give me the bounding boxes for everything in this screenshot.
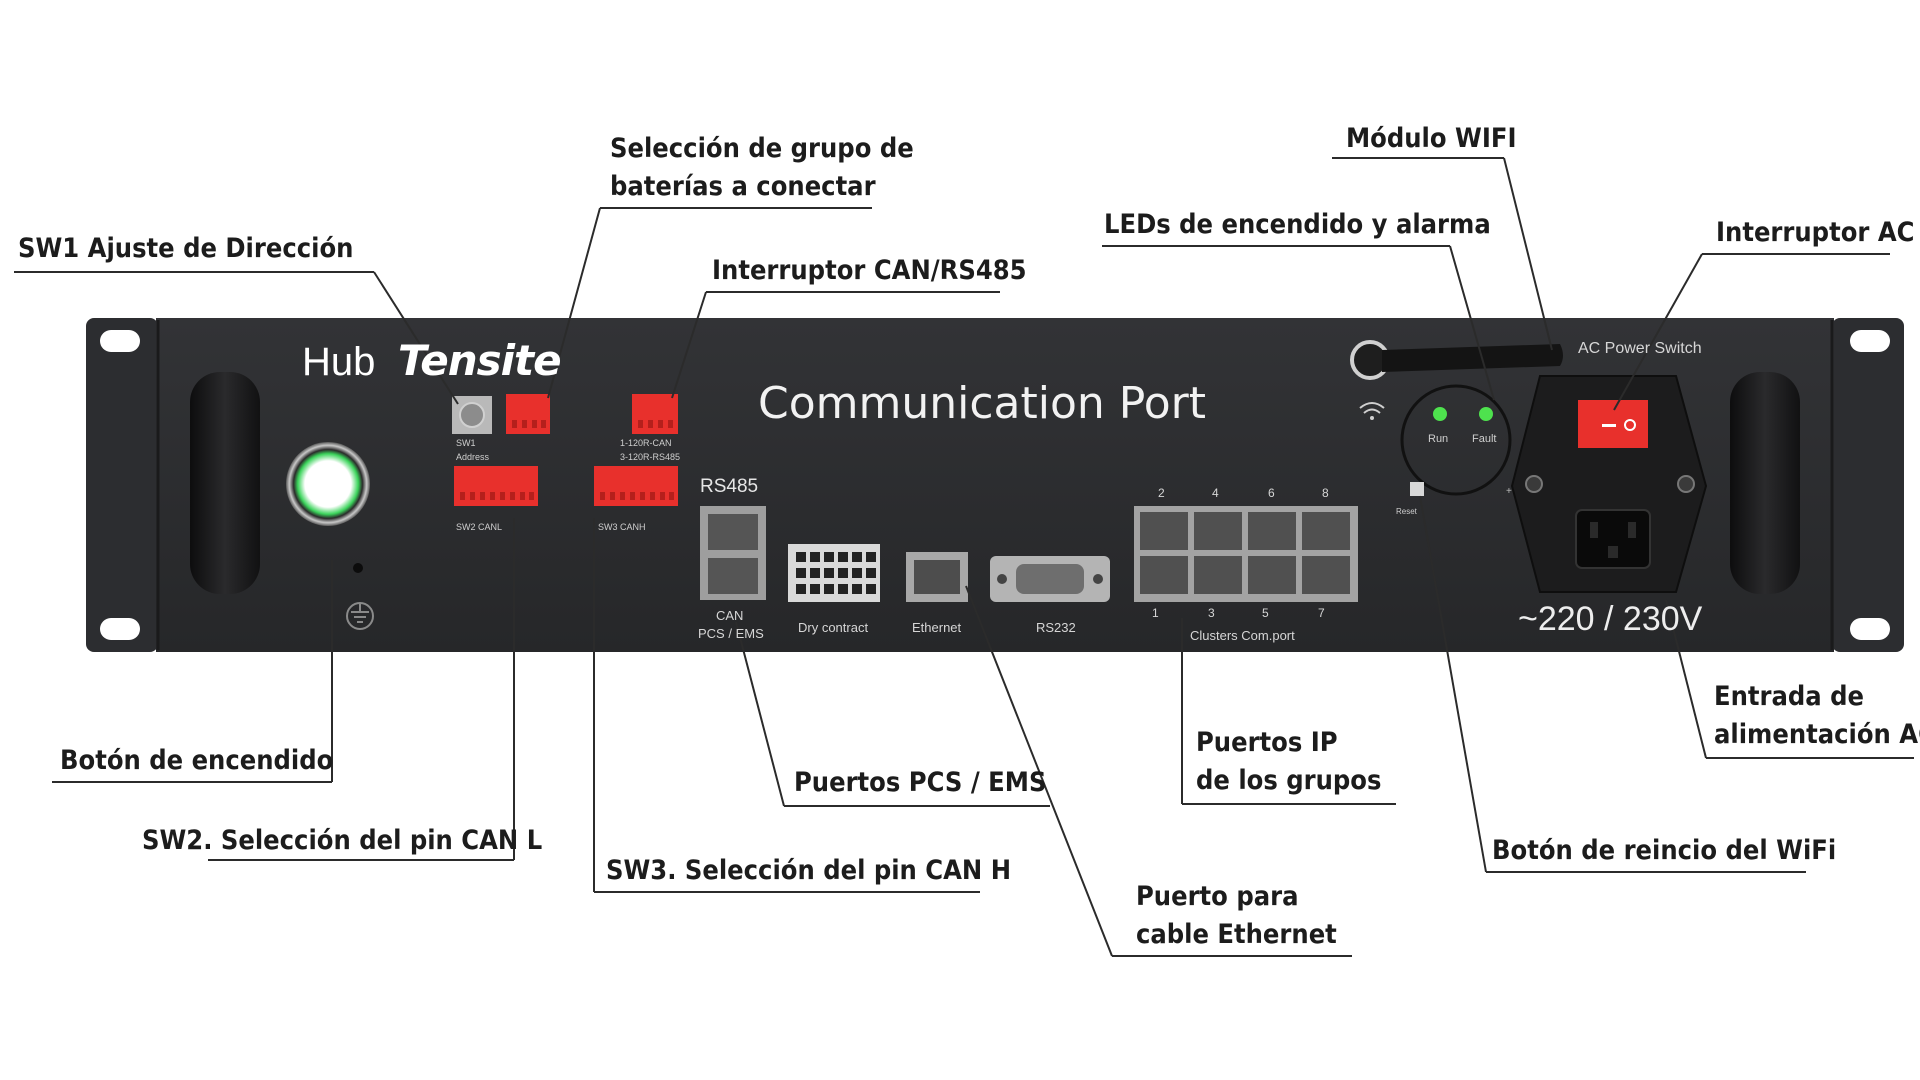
- ac-inlet-socket: [1575, 509, 1651, 569]
- cluster-num: 6: [1268, 486, 1275, 500]
- rj45-port: [708, 514, 758, 550]
- rack-ear-right: [1832, 318, 1904, 652]
- cluster-num: 7: [1318, 606, 1325, 620]
- wifi-reset-button: [1410, 482, 1424, 496]
- rj45-port: [708, 558, 758, 594]
- rj45-port: [1302, 512, 1350, 550]
- svg-text:+: +: [1506, 486, 1512, 497]
- cluster-num: 5: [1262, 606, 1269, 620]
- run-led-icon: [1433, 407, 1447, 421]
- ground-icon: [346, 602, 374, 630]
- sw2-label: SW2 CANL: [456, 522, 503, 532]
- led-run-label: Run: [1428, 433, 1449, 445]
- voltage-label: ~220 / 230V: [1518, 600, 1703, 638]
- ac-switch-label: AC Power Switch: [1578, 340, 1702, 357]
- callout-wifi: Módulo WIFI: [1346, 123, 1517, 154]
- rj45-port: [1248, 512, 1296, 550]
- callout-power-button: Botón de encendido: [60, 745, 334, 776]
- handle-right: [1730, 372, 1800, 594]
- rs232-label: RS232: [1036, 620, 1076, 635]
- brand-hub: Hub: [302, 340, 376, 384]
- callout-sw2: SW2. Selección del pin CAN L: [142, 825, 543, 856]
- callout-ac-switch: Interruptor AC: [1716, 217, 1915, 248]
- ethernet-label: Ethernet: [912, 620, 962, 635]
- small-hole: [353, 563, 363, 573]
- rj45-port: [1248, 556, 1296, 594]
- dip-switch-sw3: [594, 466, 678, 506]
- rs485-label: RS485: [700, 476, 759, 497]
- callout-pcs-ems: Puertos PCS / EMS: [794, 767, 1047, 798]
- rj45-port: [1140, 512, 1188, 550]
- led-fault-label: Fault: [1472, 433, 1497, 445]
- rj45-port: [1140, 556, 1188, 594]
- dry-contact-label: Dry contract: [798, 620, 869, 635]
- wifi-icon: [1359, 402, 1385, 414]
- wifi-antenna-icon: [1382, 344, 1563, 372]
- can-switch-line1: 1-120R-CAN: [620, 438, 672, 448]
- handle-left: [190, 372, 260, 594]
- callout-wifi-reset: Botón de reincio del WiFi: [1492, 835, 1837, 866]
- mount-hole: [100, 330, 140, 352]
- cluster-num: 4: [1212, 486, 1219, 500]
- mount-hole: [1850, 618, 1890, 640]
- brand-logo: Tensite: [398, 336, 562, 385]
- callout-can-rs485: Interruptor CAN/RS485: [712, 255, 1027, 286]
- mount-hole: [100, 618, 140, 640]
- cluster-num: 8: [1322, 486, 1329, 500]
- cluster-num: 2: [1158, 486, 1165, 500]
- panel-title: Communication Port: [758, 378, 1207, 429]
- rack-ear-left: [86, 318, 158, 652]
- can-switch-line2: 3-120R-RS485: [620, 452, 681, 462]
- dip-switch-sw2: [454, 466, 538, 506]
- fault-led-icon: [1479, 407, 1493, 421]
- mount-hole: [1850, 330, 1890, 352]
- sw1-sub-label: Address: [456, 452, 490, 462]
- ac-power-module: [1510, 375, 1708, 593]
- cluster-num: 3: [1208, 606, 1215, 620]
- clusters-label: Clusters Com.port: [1190, 628, 1295, 643]
- rj45-port: [1302, 556, 1350, 594]
- callout-leds: LEDs de encendido y alarma: [1104, 209, 1491, 240]
- rj45-port: [1194, 512, 1242, 550]
- sw3-label: SW3 CANH: [598, 522, 646, 532]
- cluster-num: 1: [1152, 606, 1159, 620]
- callout-sw3: SW3. Selección del pin CAN H: [606, 855, 1012, 886]
- can-label: CAN: [716, 608, 744, 623]
- rj45-port: [1194, 556, 1242, 594]
- leds-highlight-circle: [1400, 384, 1512, 496]
- reset-label: Reset: [1396, 507, 1417, 516]
- sw1-label: SW1: [456, 438, 476, 448]
- pcs-ems-label: PCS / EMS: [698, 626, 764, 641]
- callout-sw1: SW1 Ajuste de Dirección: [18, 233, 354, 264]
